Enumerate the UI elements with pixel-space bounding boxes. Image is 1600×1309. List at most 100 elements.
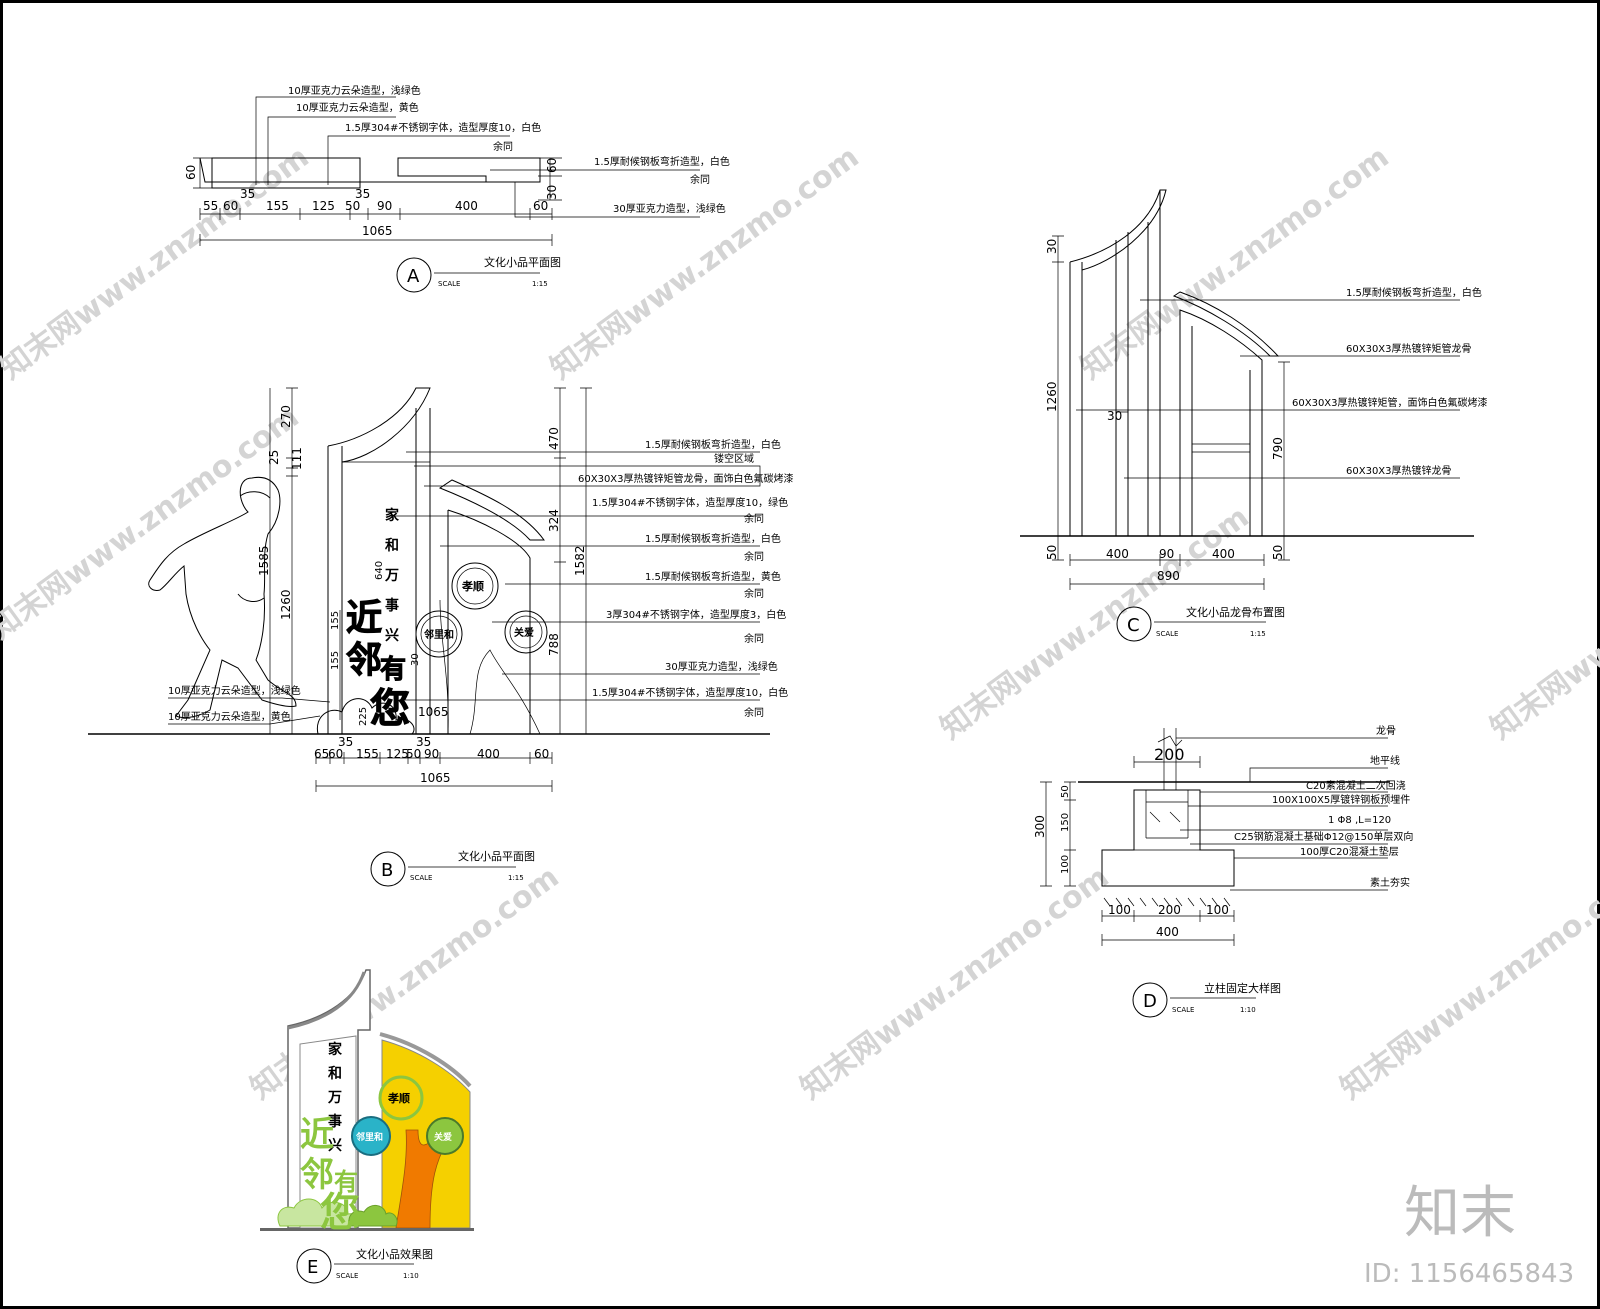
dim-label: 155	[266, 199, 289, 213]
dim-label: 60	[328, 747, 343, 761]
dim-label: 125	[312, 199, 335, 213]
render-char-big: 您	[320, 1190, 360, 1236]
dim-label: 35	[416, 735, 431, 749]
note-d-2: 地平线	[1370, 754, 1400, 767]
dim-label: 270	[279, 405, 293, 428]
view-c-frame: 30 1260 790 50 50 30 1.5厚耐候钢板弯折造型，白色 60X…	[1020, 189, 1488, 642]
dim-label: 30	[545, 185, 559, 200]
dim-label: 65	[314, 747, 329, 761]
note-d-3: C20素混凝土二次回浇	[1306, 779, 1406, 792]
brand-logo: 知末	[1404, 1181, 1516, 1246]
dim-label: 50	[345, 199, 360, 213]
dim-label: 400	[455, 199, 478, 213]
char-vertical: 兴	[385, 627, 399, 644]
char-big: 近	[346, 598, 382, 639]
dim-label: 30	[1107, 409, 1122, 423]
scale-label: SCALE	[410, 874, 432, 882]
dim-label: 50	[1045, 545, 1059, 560]
note-d-1: 龙骨	[1376, 724, 1396, 737]
note-b-1: 1.5厚耐候钢板弯折造型，白色	[645, 438, 781, 451]
view-letter: D	[1143, 991, 1157, 1012]
dim-label: 400	[477, 747, 500, 761]
render-char-vertical: 家	[328, 1041, 343, 1058]
render-char-big: 邻	[300, 1155, 334, 1195]
note-b-left-2: 10厚亚克力云朵造型，黄色	[168, 710, 291, 723]
note-a-3: 1.5厚304#不锈钢字体，造型厚度10，白色	[345, 121, 541, 134]
note-b-12: 30厚亚克力造型，浅绿色	[665, 660, 778, 673]
render-badge	[351, 1116, 391, 1156]
note-d-4: 100X100X5厚镀锌钢板预埋件	[1272, 793, 1410, 806]
scale-label: SCALE	[336, 1272, 358, 1280]
note-a-6: 余同	[690, 173, 710, 186]
note-b-3: 60X30X3厚热镀锌矩管龙骨，面饰白色氟碳烤漆	[578, 472, 794, 485]
note-b-5: 余同	[744, 512, 764, 525]
dim-label: 60	[534, 747, 549, 761]
dim-label: 100	[1108, 903, 1131, 917]
render-char-vertical: 事	[328, 1113, 342, 1130]
scale-value: 1:10	[1240, 1006, 1256, 1014]
note-b-7: 余同	[744, 550, 764, 563]
dim-label: 50	[1060, 785, 1071, 798]
render-char-vertical: 兴	[328, 1137, 342, 1154]
view-e-render: 家 和 万 事 兴 近 邻 有 您 孝顺 邻里和 关爱 E 文化小品效果图 SC…	[260, 969, 474, 1284]
note-b-13: 1.5厚304#不锈钢字体，造型厚度10，白色	[592, 686, 788, 699]
dim-label: 1260	[279, 589, 293, 620]
watermark: 知末网www.znzmo.com	[1334, 860, 1600, 1107]
view-d-footing: 300 50 150 100 200 龙骨 地平线 C20素混凝土二次回浇 10…	[1033, 724, 1413, 1018]
char-vertical: 家	[385, 507, 400, 524]
view-letter: E	[307, 1257, 318, 1278]
dim-label: 100	[1206, 903, 1229, 917]
dim-label: 55	[203, 199, 218, 213]
view-title: 文化小品平面图	[484, 255, 561, 269]
dim-label: 1065	[418, 705, 449, 719]
note-a-4: 余同	[493, 140, 513, 153]
watermark-layer: 知末网www.znzmo.com 知末网www.znzmo.com 知末网www…	[0, 140, 1600, 1107]
note-a-1: 10厚亚克力云朵造型，浅绿色	[288, 84, 421, 97]
dim-label: 155	[330, 611, 341, 630]
dim-label: 35	[355, 187, 370, 201]
dim-label: 200	[1158, 903, 1181, 917]
base-plate	[260, 1228, 474, 1231]
dim-label: 30	[410, 653, 421, 666]
watermark: 知末网www.znzmo.com	[794, 860, 1115, 1107]
dim-label: 400	[1212, 547, 1235, 561]
dim-total: 1065	[420, 771, 451, 785]
dim-label: 90	[1159, 547, 1174, 561]
dim-label: 50	[406, 747, 421, 761]
note-b-14: 余同	[744, 706, 764, 719]
note-c-1: 1.5厚耐候钢板弯折造型，白色	[1346, 286, 1482, 299]
render-badge-linlihe: 邻里和	[356, 1131, 383, 1143]
note-d-8: 素土夯实	[1370, 876, 1410, 889]
dim-label: 25	[267, 450, 281, 465]
scale-value: 1:15	[508, 874, 524, 882]
render-badge-guanai: 关爱	[434, 1131, 452, 1143]
render-char-big: 有	[334, 1168, 358, 1196]
render-char-big: 近	[300, 1115, 334, 1155]
note-b-4: 1.5厚304#不锈钢字体，造型厚度10，绿色	[592, 496, 788, 509]
scale-value: 1:15	[532, 280, 548, 288]
dim-label: 790	[1271, 437, 1285, 460]
scale-value: 1:10	[403, 1272, 419, 1280]
char-big: 邻	[346, 640, 382, 681]
render-badge	[378, 1075, 424, 1121]
human-figure	[148, 476, 297, 719]
watermark: 知末网www.znzmo.com	[0, 400, 306, 647]
dim-label: 100	[1060, 855, 1071, 874]
dim-label: 60	[533, 199, 548, 213]
note-b-11: 余同	[744, 632, 764, 645]
dim-label: 200	[1154, 745, 1185, 764]
scale-label: SCALE	[438, 280, 460, 288]
scale-label: SCALE	[1172, 1006, 1194, 1014]
view-letter: B	[381, 860, 393, 881]
char-big: 有	[380, 655, 406, 685]
dim-label: 60	[545, 158, 559, 173]
char-vertical: 万	[384, 568, 399, 584]
view-a-plan: 60 60 30 35 35 10厚亚克力云朵造型，浅绿色 10厚亚克力云朵造型…	[184, 84, 730, 293]
note-b-9: 余同	[744, 587, 764, 600]
dim-label: 640	[374, 561, 385, 580]
char-big: 您	[370, 686, 410, 732]
dim-label: 470	[547, 427, 561, 450]
dim-label: 111	[290, 447, 304, 470]
